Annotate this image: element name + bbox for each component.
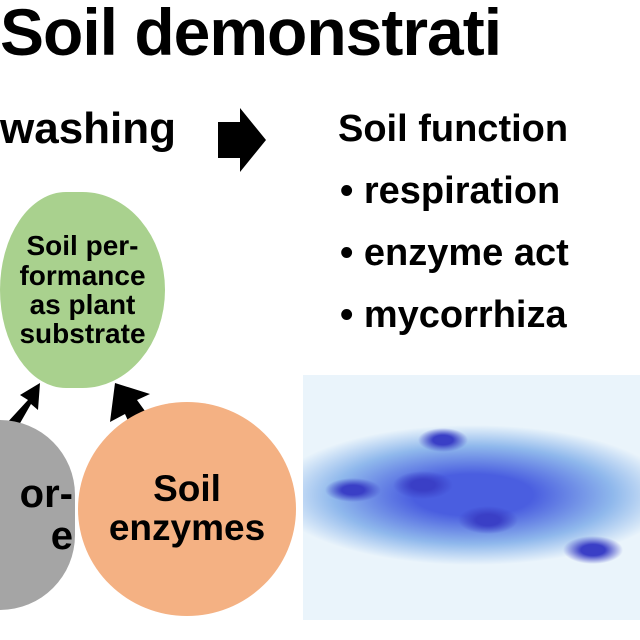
soil-function-heading: Soil function (338, 108, 569, 150)
up-arrow-icon-left (5, 383, 40, 432)
page-title: Soil demonstrati (0, 0, 502, 69)
washing-heading: washing (0, 104, 177, 153)
bullet: • (340, 170, 354, 212)
green-line: substrate (19, 318, 146, 350)
green-line: as plant (29, 289, 136, 320)
gray-line: e (50, 514, 73, 558)
right-arrow-icon (218, 108, 266, 172)
function-label: enzyme act (363, 232, 569, 274)
gray-line: or- (19, 472, 73, 516)
bullet: • (340, 232, 354, 274)
function-item-enzyme: • enzyme act (340, 232, 569, 275)
green-line: formance (19, 259, 146, 291)
function-label: mycorrhiza (363, 294, 567, 336)
function-label: respiration (363, 170, 561, 212)
green-line: Soil per- (26, 230, 139, 262)
orange-line: enzymes (108, 507, 266, 548)
function-item-mycorrhiza: • mycorrhiza (340, 294, 567, 337)
bullet: • (340, 294, 354, 336)
orange-line: Soil (153, 468, 221, 510)
mycorrhiza-root-micrograph (303, 375, 640, 620)
function-item-respiration: • respiration (340, 170, 560, 213)
